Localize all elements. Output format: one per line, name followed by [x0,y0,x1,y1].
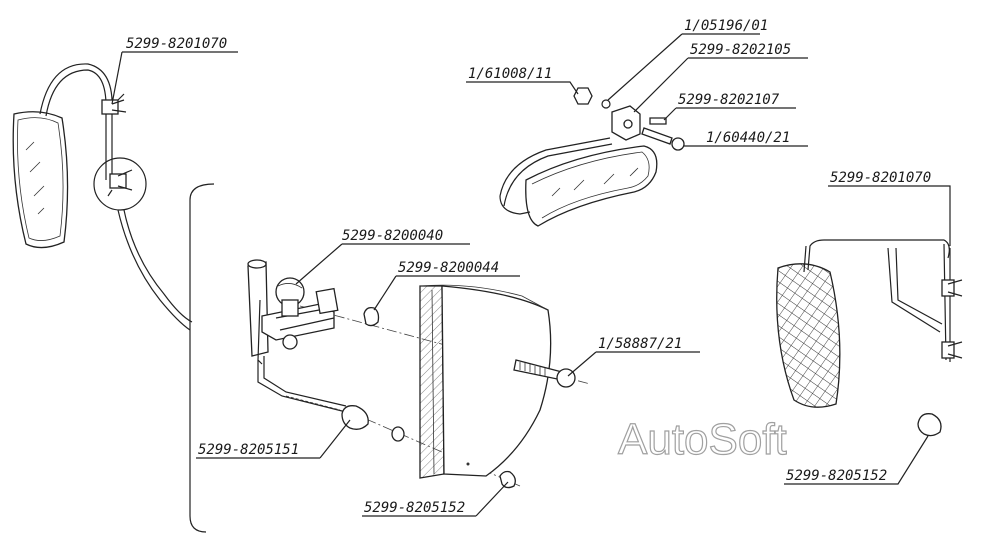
interior-mirror-glass [525,145,658,227]
middle-assembly [247,259,591,489]
label-screw: 1/60440/21 [706,130,790,146]
leader-lines [111,33,951,517]
nut [573,87,593,105]
label-pin: 5299-8202107 [678,92,780,108]
part-labels: 5299-8201070 5299-8200040 5299-8200044 1… [126,18,931,516]
label-washer: 1/05196/01 [684,18,768,34]
label-cap-right: 5299-8205152 [786,468,887,484]
label-bolt: 1/58887/21 [598,336,682,352]
screw [641,127,673,145]
label-top-left-bracket: 5299-8201070 [126,36,227,52]
label-bushing: 5299-8200044 [398,260,499,276]
left-mirror-glass [12,111,69,249]
label-clamp: 5299-8200040 [342,228,443,244]
label-ball-left: 5299-8205151 [198,442,299,458]
left-mirror-tube [39,63,113,180]
watermark: AutoSoft [618,415,787,464]
bushing [363,306,380,327]
left-mirror-assembly [12,63,193,331]
group-bracket [189,183,215,533]
interior-mirror-assembly [499,87,685,227]
right-mirror-glass [776,263,841,408]
pin [649,117,667,125]
cap-bottom [499,470,516,489]
label-nut-top: 1/61008/11 [468,66,552,82]
label-right-bracket: 5299-8201070 [830,170,931,186]
label-holder: 5299-8202105 [690,42,791,58]
label-cap-bottom: 5299-8205152 [364,500,465,516]
washer-part [601,99,611,109]
cap-right [917,413,942,437]
detail-circle [93,157,147,211]
right-mirror-assembly [776,239,963,437]
